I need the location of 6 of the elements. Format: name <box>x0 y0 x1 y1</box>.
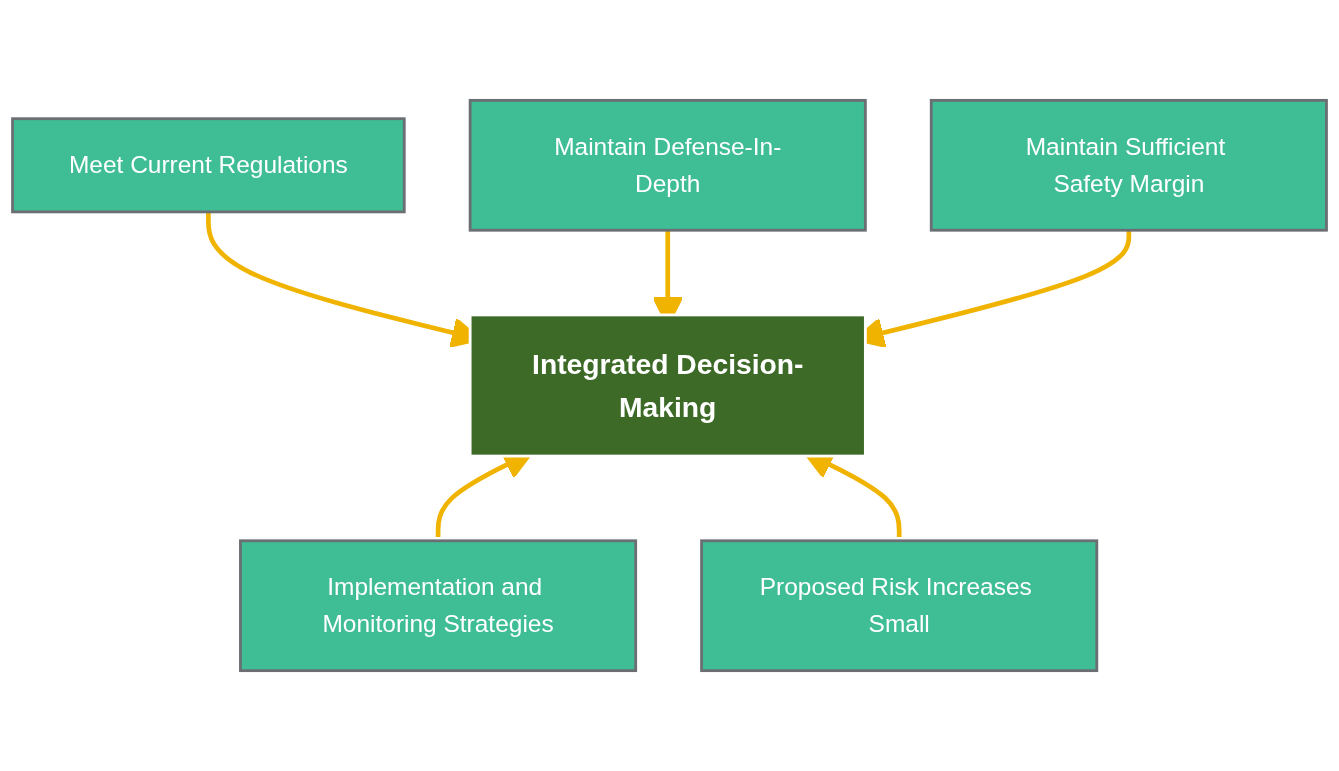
node-box: Integrated Decision-Making <box>468 313 867 458</box>
node-box: Maintain Defense-In-Depth <box>468 98 867 232</box>
node-box: Implementation and Monitoring Strategies <box>239 539 638 673</box>
node-box: Maintain Sufficient Safety Margin <box>929 98 1328 232</box>
node-box: Proposed Risk Increases Small <box>700 539 1099 673</box>
node-box: Meet Current Regulations <box>11 117 406 214</box>
